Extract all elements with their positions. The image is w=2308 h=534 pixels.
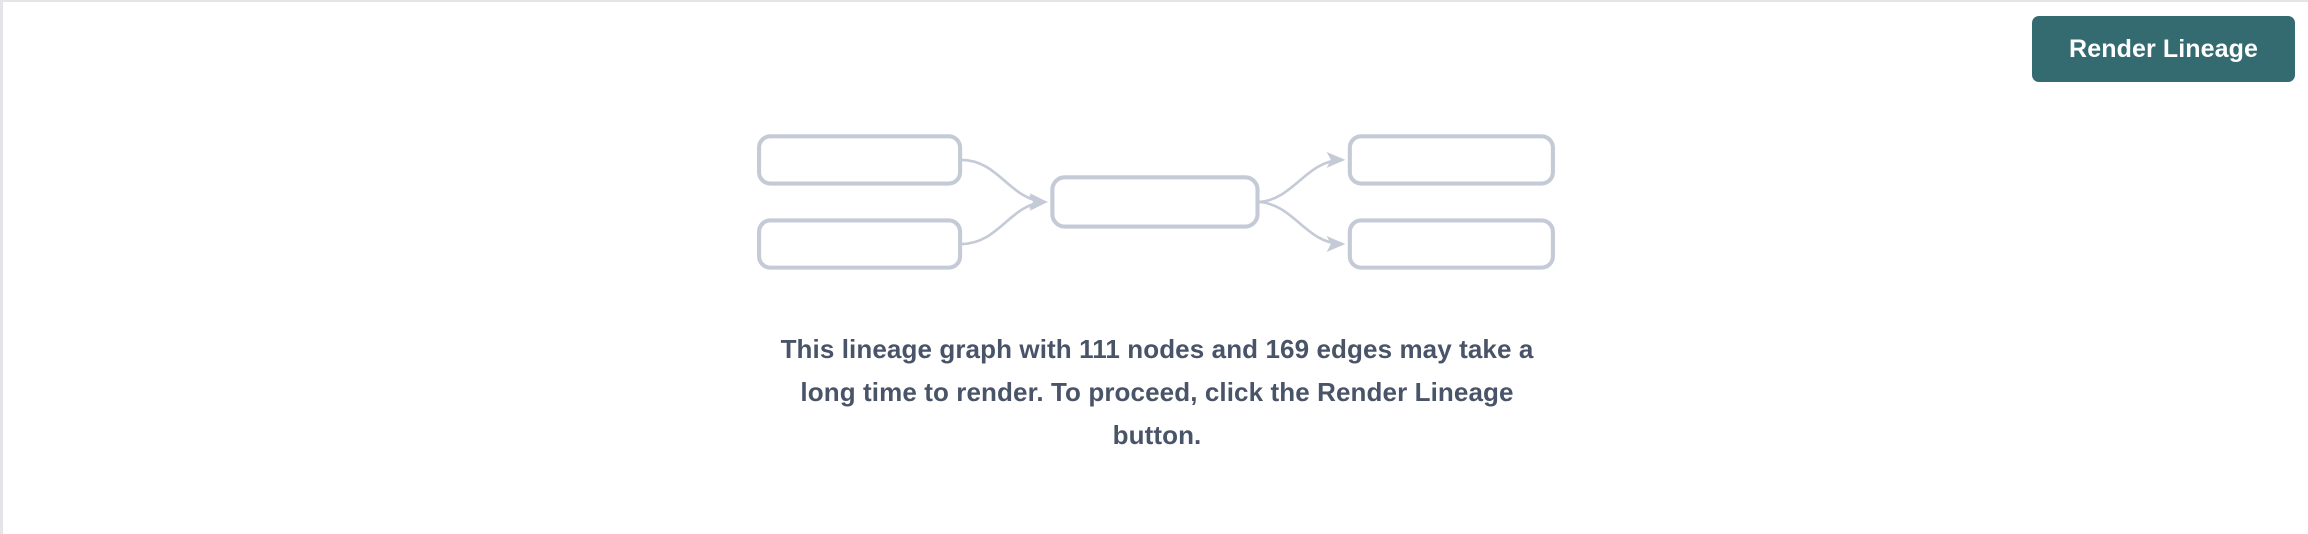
placeholder-edge-focus-to-downstream-2 — [1258, 200, 1346, 253]
render-lineage-button[interactable]: Render Lineage — [2032, 16, 2295, 82]
placeholder-node-downstream-2 — [1347, 218, 1555, 270]
placeholder-node-downstream-1 — [1347, 134, 1555, 186]
toolbar: Render Lineage — [2032, 16, 2295, 82]
placeholder-edge-upstream-1-to-focus — [961, 158, 1048, 210]
placeholder-edge-focus-to-downstream-1 — [1258, 151, 1346, 204]
empty-state: This lineage graph with 111 nodes and 16… — [3, 2, 2308, 534]
lineage-graph-placeholder-icon — [757, 134, 1555, 270]
placeholder-edge-upstream-2-to-focus — [961, 194, 1048, 246]
placeholder-node-focus — [1050, 175, 1260, 229]
placeholder-node-upstream-1 — [757, 134, 963, 186]
placeholder-node-upstream-2 — [757, 218, 963, 270]
lineage-warning-message: This lineage graph with 111 nodes and 16… — [780, 334, 1534, 450]
